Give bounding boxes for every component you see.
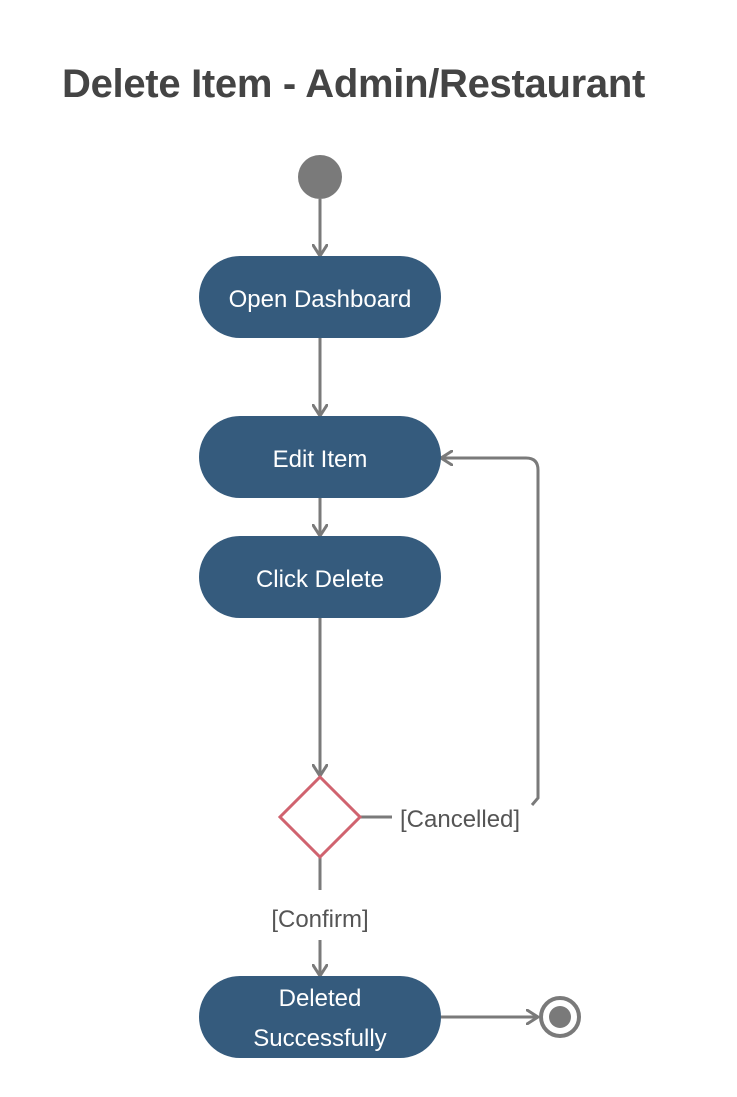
- edge-decision-cancelled-to-edit-item: [360, 458, 540, 819]
- node-click-delete: Click Delete: [199, 536, 441, 618]
- node-deleted-line2: Successfully: [253, 1025, 386, 1052]
- node-edit-item-label: Edit Item: [273, 446, 368, 473]
- start-node: [298, 155, 342, 199]
- page-title: Delete Item - Admin/Restaurant: [62, 62, 645, 106]
- node-click-delete-label: Click Delete: [256, 566, 384, 593]
- guard-cancelled-label: [Cancelled]: [400, 806, 520, 833]
- decision-node: [277, 774, 363, 860]
- node-deleted-successfully: Deleted Successfully: [199, 976, 441, 1058]
- guard-confirm-label: [Confirm]: [271, 906, 368, 933]
- node-deleted-line1: Deleted: [279, 985, 362, 1012]
- node-edit-item: Edit Item: [199, 416, 441, 498]
- node-open-dashboard: Open Dashboard: [199, 256, 441, 338]
- node-open-dashboard-label: Open Dashboard: [229, 286, 412, 313]
- end-node: [539, 996, 581, 1038]
